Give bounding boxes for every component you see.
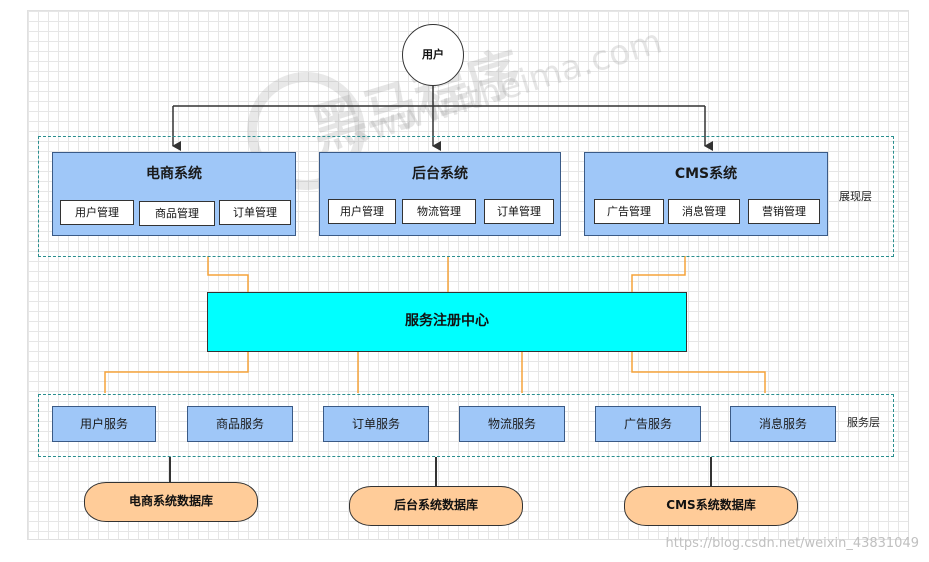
database-cms: CMS系统数据库 — [624, 486, 798, 526]
module-order-management: 订单管理 — [484, 199, 554, 224]
module-user-management: 用户管理 — [60, 200, 134, 225]
service-ad: 广告服务 — [595, 406, 701, 442]
database-ecommerce: 电商系统数据库 — [84, 482, 258, 522]
service-product: 商品服务 — [187, 406, 293, 442]
service-layer-label: 服务层 — [847, 416, 880, 429]
system-cms: CMS系统 广告管理 消息管理 营销管理 — [584, 152, 828, 236]
service-order: 订单服务 — [323, 406, 429, 442]
system-title: 电商系统 — [146, 166, 202, 182]
service-user: 用户服务 — [52, 406, 156, 442]
system-ecommerce: 电商系统 用户管理 商品管理 订单管理 — [52, 152, 296, 236]
service-layer-frame — [38, 394, 894, 457]
module-user-management: 用户管理 — [328, 199, 396, 224]
system-title: 后台系统 — [412, 166, 468, 182]
module-marketing-management: 营销管理 — [748, 199, 820, 224]
presentation-layer-label: 展现层 — [839, 190, 872, 203]
source-credit: https://blog.csdn.net/weixin_43831049 — [665, 536, 919, 551]
service-message: 消息服务 — [730, 406, 836, 442]
module-ad-management: 广告管理 — [594, 199, 664, 224]
watermark-emblem — [247, 72, 365, 190]
module-order-management: 订单管理 — [219, 200, 291, 225]
module-product-management: 商品管理 — [139, 201, 215, 226]
user-node: 用户 — [402, 24, 464, 86]
module-message-management: 消息管理 — [668, 199, 740, 224]
diagram-canvas — [27, 10, 909, 540]
database-backend: 后台系统数据库 — [349, 486, 523, 526]
presentation-layer-frame — [38, 136, 894, 257]
service-logistics: 物流服务 — [459, 406, 565, 442]
module-logistics-management: 物流管理 — [402, 199, 476, 224]
system-title: CMS系统 — [674, 166, 738, 182]
system-backend: 后台系统 用户管理 物流管理 订单管理 — [319, 152, 561, 236]
service-registry: 服务注册中心 — [207, 292, 687, 352]
